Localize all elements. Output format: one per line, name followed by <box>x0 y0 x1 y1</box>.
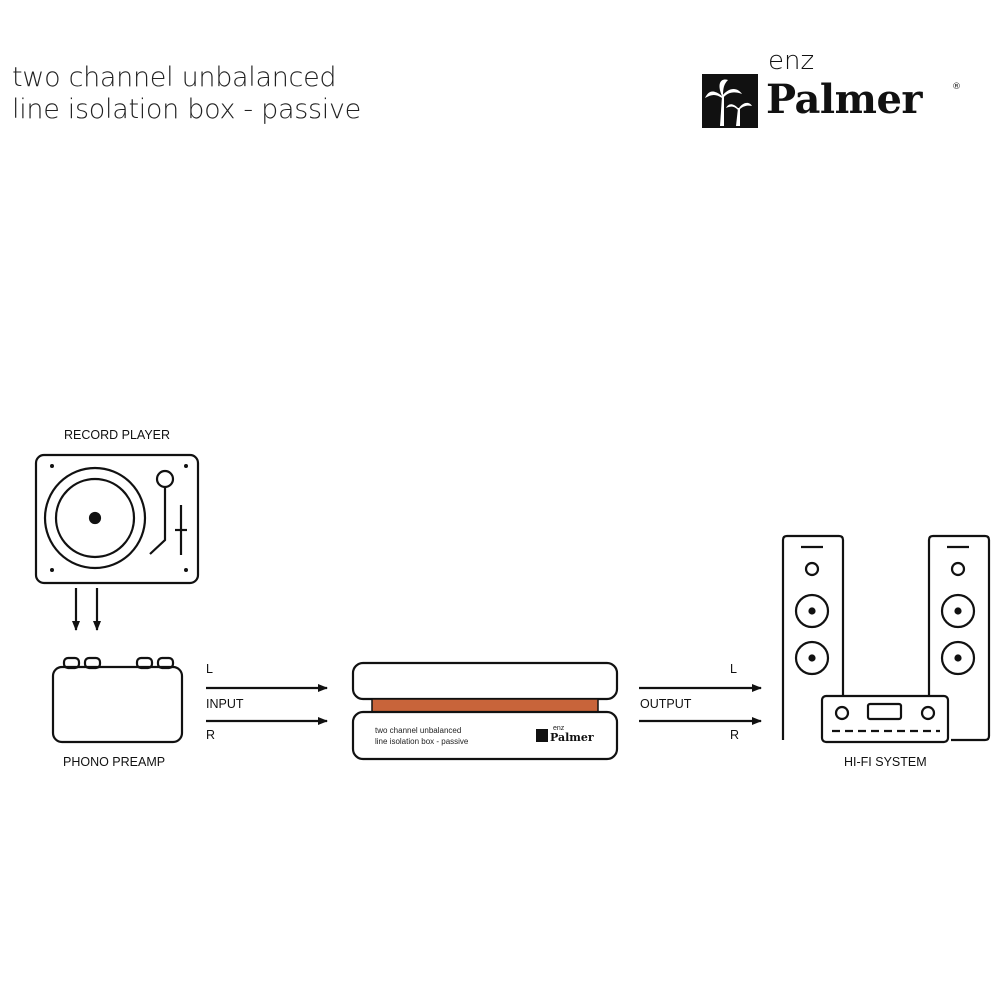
palm-tree-icon <box>702 74 758 128</box>
hifi-system-icon <box>781 534 991 744</box>
box-brand-name: Palmer <box>550 731 594 744</box>
record-player-icon <box>34 453 200 585</box>
input-left-label: L <box>206 662 213 676</box>
page-title: two channel unbalanced line isolation bo… <box>12 62 361 126</box>
output-label: OUTPUT <box>640 697 692 711</box>
input-arrows <box>206 684 328 725</box>
box-label-line-2: line isolation box - passive <box>375 737 469 746</box>
input-label: INPUT <box>206 697 244 711</box>
registered-mark: ® <box>952 82 961 92</box>
title-line-1: two channel unbalanced <box>12 62 337 93</box>
box-label-line-1: two channel unbalanced <box>375 726 461 735</box>
phono-preamp-label: PHONO PREAMP <box>63 755 166 769</box>
turntable-to-preamp-arrows <box>72 588 101 631</box>
input-right-label: R <box>206 728 216 742</box>
title-line-2: line isolation box - passive <box>12 94 361 125</box>
brand-name: Palmer <box>766 76 922 123</box>
brand-logo: enz Palmer ® <box>702 46 972 136</box>
brand-prefix: enz <box>768 46 815 76</box>
output-right-label: R <box>730 728 740 742</box>
box-brand-prefix: enz <box>553 725 565 732</box>
box-palm-icon <box>536 729 548 742</box>
record-player-label: RECORD PLAYER <box>64 428 171 442</box>
phono-preamp-icon <box>51 656 184 744</box>
hifi-system-label: HI-FI SYSTEM <box>844 755 927 769</box>
isolation-box-icon: two channel unbalanced line isolation bo… <box>351 661 619 761</box>
output-arrows <box>639 684 762 725</box>
output-left-label: L <box>730 662 737 676</box>
